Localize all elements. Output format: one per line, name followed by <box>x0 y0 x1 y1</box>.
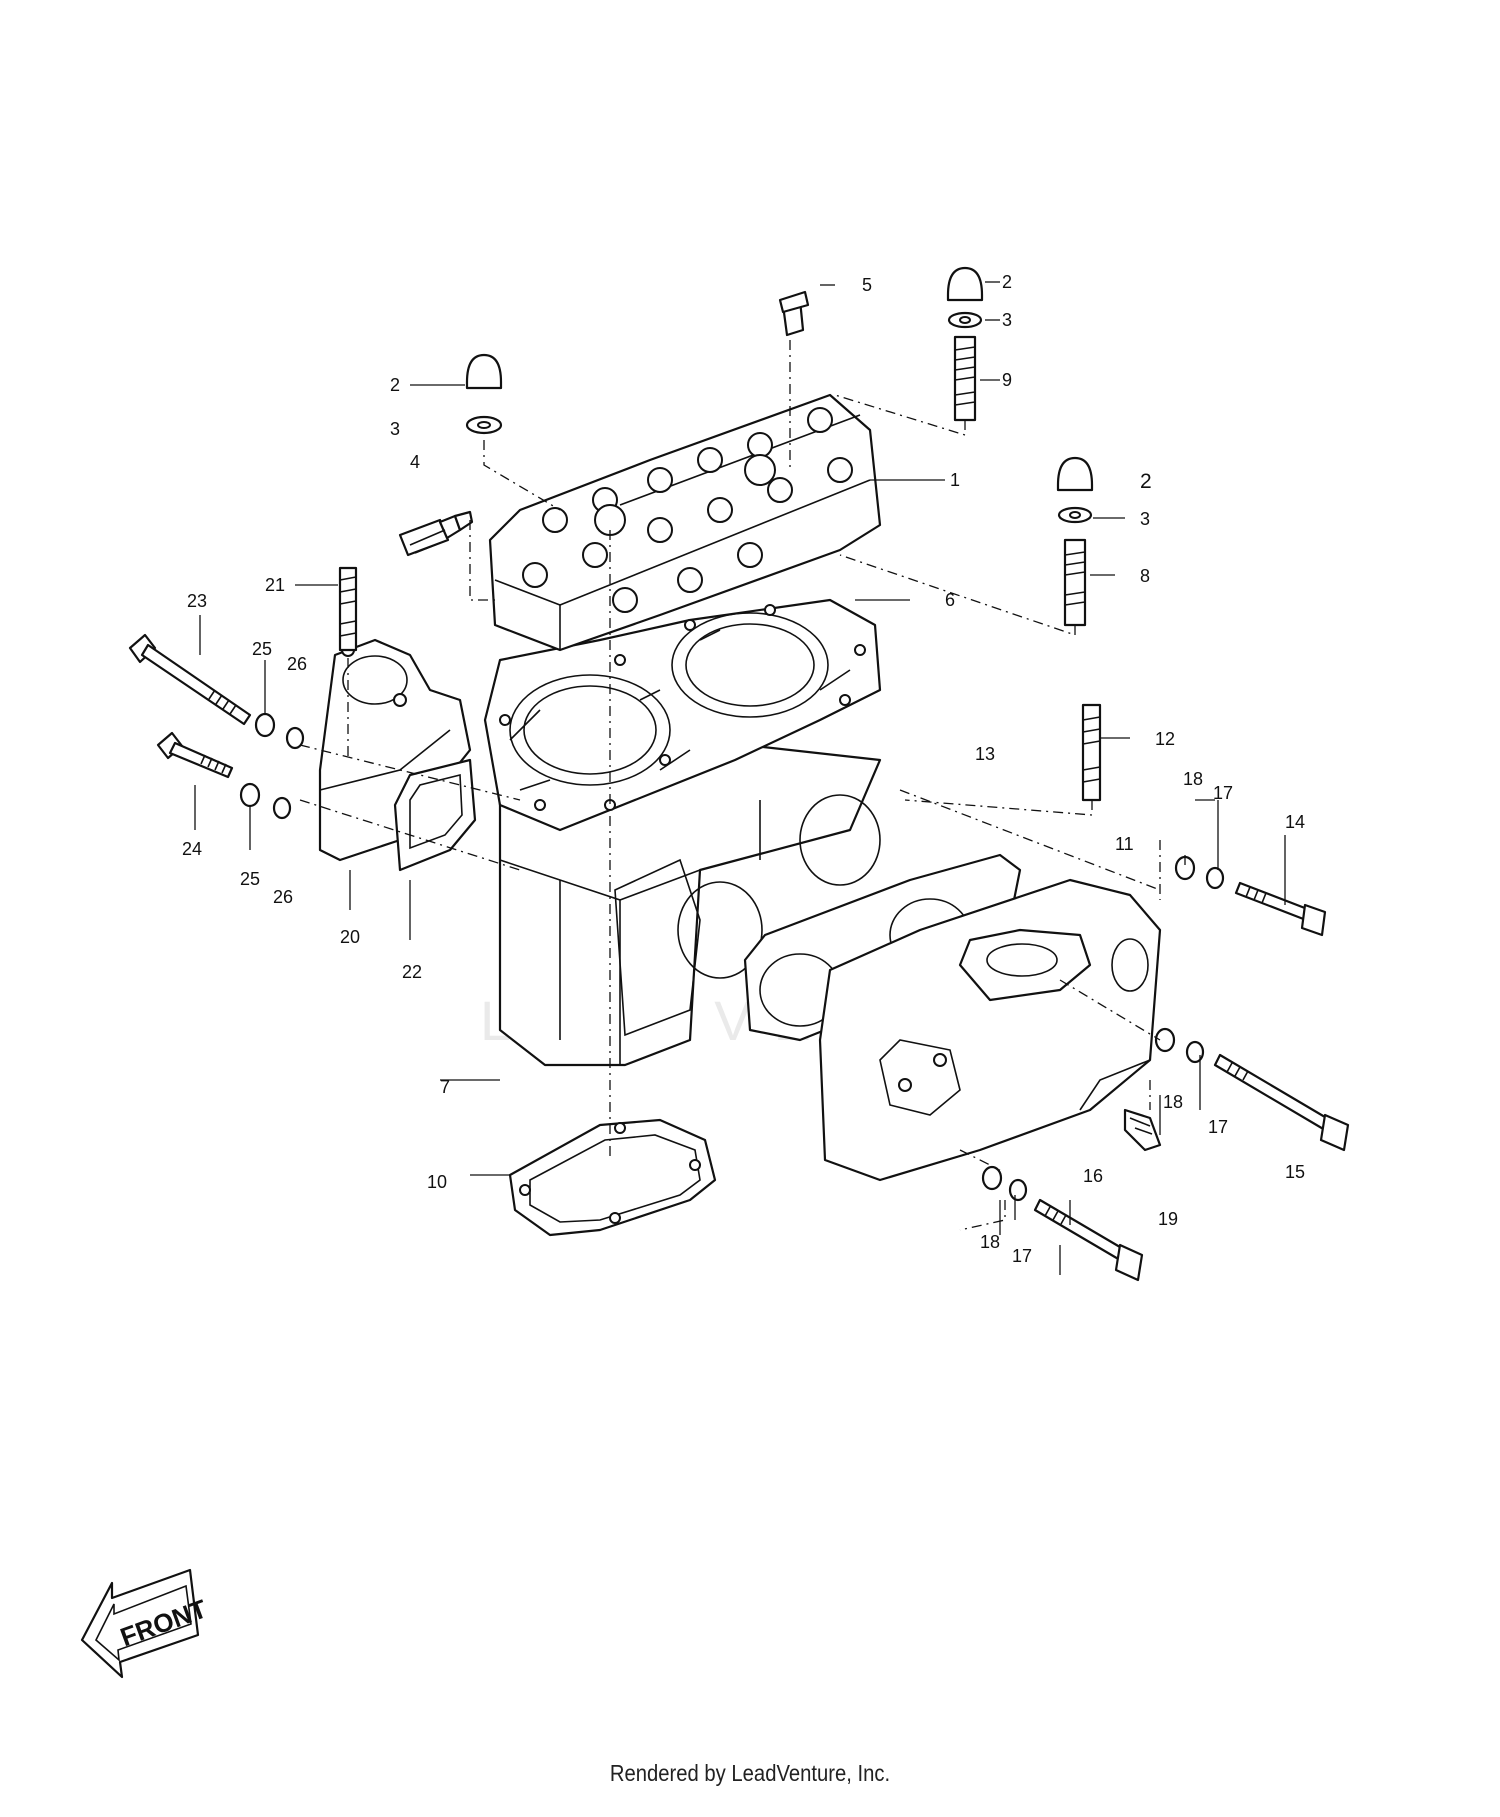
sensor-19[interactable] <box>1123 1108 1162 1152</box>
bolt-23[interactable] <box>128 633 252 726</box>
cap-nut-left[interactable] <box>465 353 503 435</box>
intake-gasket[interactable] <box>393 758 477 872</box>
bolt-15[interactable] <box>1154 1027 1350 1152</box>
bolt-14[interactable] <box>1174 855 1327 937</box>
callout-2: 2 <box>390 375 400 395</box>
callout-14: 14 <box>1285 812 1305 832</box>
callout-3: 3 <box>1002 310 1012 330</box>
callout-6: 6 <box>945 590 955 610</box>
stud-12[interactable] <box>1081 703 1102 802</box>
callout-8: 8 <box>1140 566 1150 586</box>
callout-7: 7 <box>440 1077 450 1097</box>
callout-2: 2 <box>1140 470 1152 493</box>
callout-18: 18 <box>1183 769 1203 789</box>
callout-18: 18 <box>980 1232 1000 1252</box>
callout-22: 22 <box>402 962 422 982</box>
callout-3: 3 <box>1140 509 1150 529</box>
assembly-lines <box>299 340 1161 1231</box>
cylinder-head[interactable] <box>488 393 882 652</box>
callout-25: 25 <box>240 869 260 889</box>
callout-1: 1 <box>950 470 960 490</box>
cap-nut-top[interactable] <box>946 266 984 422</box>
callout-21: 21 <box>265 575 285 595</box>
callout-4: 4 <box>410 452 420 472</box>
temperature-sensor[interactable] <box>398 510 474 557</box>
callout-10: 10 <box>427 1172 447 1192</box>
callout-3: 3 <box>390 419 400 439</box>
callout-26: 26 <box>273 887 293 907</box>
callout-2: 2 <box>1002 272 1012 292</box>
washers-intake[interactable] <box>239 712 305 820</box>
exhaust-manifold[interactable] <box>818 878 1162 1182</box>
callout-13: 13 <box>975 744 995 764</box>
callout-20: 20 <box>340 927 360 947</box>
callout-9: 9 <box>1002 370 1012 390</box>
bolt-24[interactable] <box>156 731 234 779</box>
footer-credit: Rendered by LeadVenture, Inc. <box>609 1760 891 1786</box>
callout-19: 19 <box>1158 1209 1178 1229</box>
head-gasket[interactable] <box>483 598 882 832</box>
callout-17: 17 <box>1208 1117 1228 1137</box>
callout-17: 17 <box>1012 1246 1032 1266</box>
callout-12: 12 <box>1155 729 1175 749</box>
callout-16: 16 <box>1083 1166 1103 1186</box>
callout-5: 5 <box>862 275 872 295</box>
callout-23: 23 <box>187 591 207 611</box>
bolt-16[interactable] <box>981 1165 1144 1282</box>
callout-labels: 2 3 9 5 2 3 4 1 2 3 8 6 21 23 25 26 24 2… <box>182 272 1305 1266</box>
base-gasket[interactable] <box>508 1118 717 1237</box>
callout-26: 26 <box>287 654 307 674</box>
cylinder-block[interactable] <box>498 738 882 1067</box>
callout-15: 15 <box>1285 1162 1305 1182</box>
cap-nut-right[interactable] <box>1056 456 1094 627</box>
callout-25: 25 <box>252 639 272 659</box>
drain-plug[interactable] <box>778 290 810 337</box>
callout-18: 18 <box>1163 1092 1183 1112</box>
callout-11: 11 <box>1115 834 1134 854</box>
callout-17: 17 <box>1213 783 1233 803</box>
front-arrow: FRONT <box>80 1568 211 1679</box>
stud-21[interactable] <box>338 566 358 652</box>
callout-24: 24 <box>182 839 202 859</box>
leader-lines <box>194 281 1286 1275</box>
